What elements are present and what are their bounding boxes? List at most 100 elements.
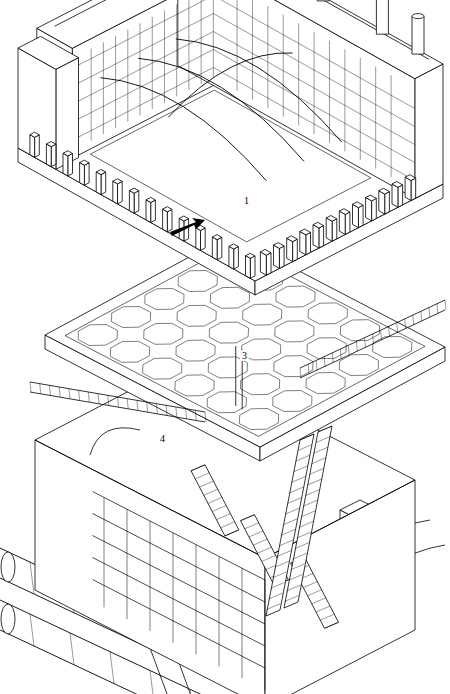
pier <box>212 237 217 260</box>
pier <box>246 256 251 279</box>
pier <box>184 219 189 241</box>
column <box>265 580 266 690</box>
stair-core <box>235 346 236 406</box>
pier <box>366 198 372 221</box>
rail <box>30 392 205 422</box>
pier <box>212 235 222 240</box>
escalator-step <box>279 540 293 546</box>
coffer-octagon <box>306 373 345 394</box>
escalator-step <box>301 511 315 517</box>
escalator-step <box>275 561 289 567</box>
pier <box>68 154 73 176</box>
escalator-step <box>308 479 322 485</box>
pier <box>313 222 324 228</box>
escalator-step <box>266 604 280 610</box>
escalator-step <box>281 529 295 535</box>
sleeper <box>429 308 430 318</box>
pier <box>339 211 345 234</box>
pier <box>179 216 188 221</box>
sleeper <box>332 353 333 363</box>
window-mullion <box>188 0 189 90</box>
roof-arch <box>138 58 304 161</box>
pier <box>234 247 239 269</box>
sleeper <box>79 390 80 400</box>
sleeper <box>127 399 128 409</box>
sleeper <box>421 311 422 321</box>
window-mullion <box>201 0 202 84</box>
chimney <box>317 0 329 1</box>
rail <box>300 300 445 368</box>
column <box>196 545 197 655</box>
sleeper <box>445 300 446 310</box>
pier <box>46 144 51 167</box>
pier <box>113 181 118 204</box>
coffer-octagon <box>145 289 184 310</box>
sleeper <box>59 387 60 397</box>
pier <box>63 153 68 176</box>
roof-ridge <box>55 0 224 26</box>
floor-line <box>213 0 414 109</box>
window-mullion <box>237 0 238 91</box>
pier <box>353 204 359 227</box>
sleeper <box>69 389 70 399</box>
coffer-octagon <box>275 321 314 342</box>
pier <box>96 172 101 195</box>
pier <box>30 132 39 137</box>
escalator-step <box>225 530 239 536</box>
coffer-octagon <box>340 320 379 341</box>
pier <box>167 209 172 231</box>
escalator-step <box>297 532 311 538</box>
escalator-shaft <box>284 426 332 608</box>
escalator-step <box>284 596 298 602</box>
pier <box>279 246 284 268</box>
pier <box>229 246 234 269</box>
coffer-octagon <box>78 325 117 346</box>
escalator-step <box>312 458 326 464</box>
coffer-octagon <box>210 287 249 308</box>
coffer-octagon <box>207 392 246 413</box>
pier <box>353 202 364 208</box>
floor-line <box>72 50 213 123</box>
escalator-step <box>290 487 304 493</box>
sleeper <box>300 368 301 378</box>
tunnel-ring <box>150 671 154 694</box>
coffer-octagon <box>339 355 378 376</box>
escalator-step <box>191 465 205 471</box>
pier <box>287 238 293 261</box>
escalator-step <box>310 468 324 474</box>
coffer-octagon <box>178 271 217 292</box>
box-wall <box>35 440 265 694</box>
pier <box>146 197 155 202</box>
roof-ridge <box>192 0 429 59</box>
pier <box>319 226 324 248</box>
callout-number: 4 <box>158 433 167 444</box>
escalator-step <box>208 497 222 503</box>
window-mullion <box>360 58 361 160</box>
sleeper <box>176 407 177 417</box>
pier <box>398 185 403 207</box>
coffer-octagon <box>110 341 149 362</box>
sleeper <box>88 392 89 402</box>
pier <box>260 249 271 255</box>
pier <box>266 253 271 275</box>
floor-line <box>213 68 414 181</box>
pier <box>163 209 168 232</box>
sleeper <box>324 357 325 367</box>
tunnel-ring <box>110 652 114 684</box>
wing-right <box>178 0 443 79</box>
pier <box>332 219 337 241</box>
sleeper <box>98 394 99 404</box>
escalator-step <box>299 521 313 527</box>
sleeper <box>356 342 357 352</box>
pier <box>326 218 332 241</box>
tunnel-end <box>1 604 15 634</box>
sleeper <box>195 410 196 420</box>
floor-slab <box>93 580 266 669</box>
escalator-step <box>283 519 297 525</box>
escalator-step <box>241 515 255 521</box>
tunnel-ring <box>30 614 34 646</box>
sleeper <box>186 409 187 419</box>
window-mullion <box>391 75 392 177</box>
escalator-step <box>303 500 317 506</box>
pier <box>345 212 350 234</box>
